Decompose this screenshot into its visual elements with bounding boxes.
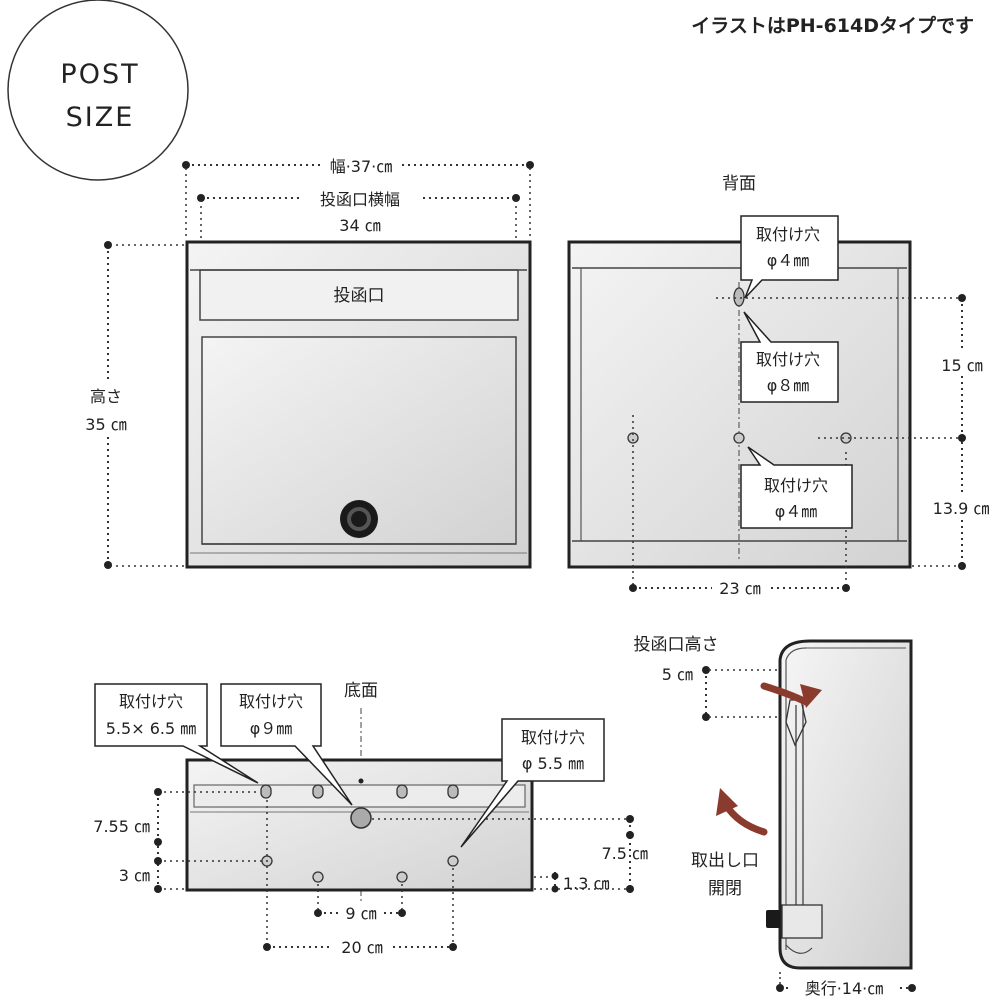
slot-width-label: 投函口横幅 [320, 190, 400, 209]
bottom-slot-3 [396, 784, 408, 799]
height-dimension: 高さ 35 ㎝ [80, 241, 186, 569]
width-dimension: 幅·37·㎝ [182, 154, 534, 240]
illustration-note: イラストはPH-614Dタイプです [691, 14, 974, 37]
back-vertical-dimension: 15 ㎝ 13.9 ㎝ [912, 294, 998, 570]
callout-hole-a: 取付け穴 5.5× 6.5 ㎜ [94, 683, 259, 784]
bottom-dim-right-upper: 7.5 ㎝ [601, 844, 648, 863]
bottom-dim-mid: 9 ㎝ [345, 904, 376, 923]
bottom-dim-right-lower: 1.3 ㎝ [563, 874, 610, 893]
back-title: 背面 [722, 174, 756, 194]
depth-label: 奥行·14·㎝ [805, 979, 884, 998]
front-box: 投函口 [185, 240, 532, 569]
front-view: 幅·37·㎝ 投函口横幅 34 ㎝ 高さ 35 ㎝ [80, 154, 534, 569]
back-dim-width: 23 ㎝ [719, 579, 760, 598]
bottom-dim-left-lower: 3 ㎝ [119, 866, 150, 885]
height-label: 高さ [90, 387, 122, 406]
outlet-label-line1: 取出し口 [691, 851, 759, 871]
badge-line2: SIZE [66, 102, 135, 133]
bottom-slot-1 [260, 784, 272, 799]
depth-dimension: 奥行·14·㎝ [776, 972, 916, 999]
outlet-arrow-icon [716, 788, 768, 836]
bottom-title: 底面 [344, 681, 378, 701]
bottom-hole-c [312, 871, 324, 883]
hole-mid-label: 取付け穴 [756, 350, 820, 369]
post-size-badge: POST SIZE [7, 0, 189, 181]
lock-icon [340, 500, 378, 538]
width-label: 幅·37·㎝ [330, 157, 393, 176]
bottom-hole-large [350, 807, 372, 829]
back-hole-right [840, 432, 852, 444]
hole-top-label: 取付け穴 [756, 225, 820, 244]
side-view: 投函口高さ 5 ㎝ 取出し口 開閉 [634, 635, 916, 999]
bottom-mid-dimension: 9 ㎝ [314, 902, 406, 924]
callout-hole-b: 取付け穴 φ９㎜ [220, 683, 353, 806]
slot-label: 投函口 [334, 286, 385, 306]
hole-side-size: φ４㎜ [775, 502, 818, 521]
back-dim-lower: 13.9 ㎝ [933, 499, 990, 518]
hole-c-label: 取付け穴 [521, 728, 585, 747]
keyhole-hole [733, 287, 745, 307]
hole-top-size: φ４㎜ [767, 251, 810, 270]
bottom-wide-dimension: 20 ㎝ [263, 936, 457, 958]
bottom-left-dimension: 7.55 ㎝ 3 ㎝ [93, 788, 162, 893]
hole-side-label: 取付け穴 [764, 476, 828, 495]
open-arrow-icon [760, 682, 822, 708]
callout-hole-c: 取付け穴 φ 5.5 ㎜ [460, 718, 605, 848]
callout-hole-side: 取付け穴 φ４㎜ [740, 446, 853, 529]
outlet-label-line2: 開閉 [708, 879, 742, 899]
side-box [766, 639, 913, 970]
hole-a-size: 5.5× 6.5 ㎜ [106, 719, 196, 738]
slot-width-dimension: 投函口横幅 34 ㎝ [197, 187, 520, 270]
hole-c-size: φ 5.5 ㎜ [522, 754, 584, 773]
hole-a-label: 取付け穴 [119, 692, 183, 711]
back-view: 背面 15 ㎝ 13.9 [567, 174, 998, 599]
bottom-hole-d [396, 871, 408, 883]
callout-hole-top: 取付け穴 φ４㎜ [740, 215, 839, 299]
bottom-slot-2 [312, 784, 324, 799]
callout-hole-mid: 取付け穴 φ８㎜ [740, 311, 839, 403]
slot-width-value: 34 ㎝ [339, 216, 380, 235]
badge-line1: POST [60, 59, 139, 90]
bottom-slot-4 [447, 784, 459, 799]
bottom-view: 底面 [93, 681, 648, 958]
back-hole-center [733, 432, 745, 444]
back-width-dimension: 23 ㎝ [629, 577, 850, 599]
height-value: 35 ㎝ [85, 415, 126, 434]
bottom-dim-wide: 20 ㎝ [341, 938, 382, 957]
hole-b-label: 取付け穴 [239, 692, 303, 711]
bottom-hole-b [447, 855, 459, 867]
hole-mid-size: φ８㎜ [767, 376, 810, 395]
hole-b-size: φ９㎜ [250, 719, 293, 738]
back-dim-upper: 15 ㎝ [941, 356, 982, 375]
bottom-dim-left-upper: 7.55 ㎝ [93, 817, 150, 836]
slot-height-dimension: 5 ㎝ [662, 665, 780, 721]
slot-height-value: 5 ㎝ [662, 665, 693, 684]
bottom-right-dimension: 7.5 ㎝ 1.3 ㎝ [551, 815, 648, 893]
slot-height-label: 投函口高さ [634, 635, 719, 655]
